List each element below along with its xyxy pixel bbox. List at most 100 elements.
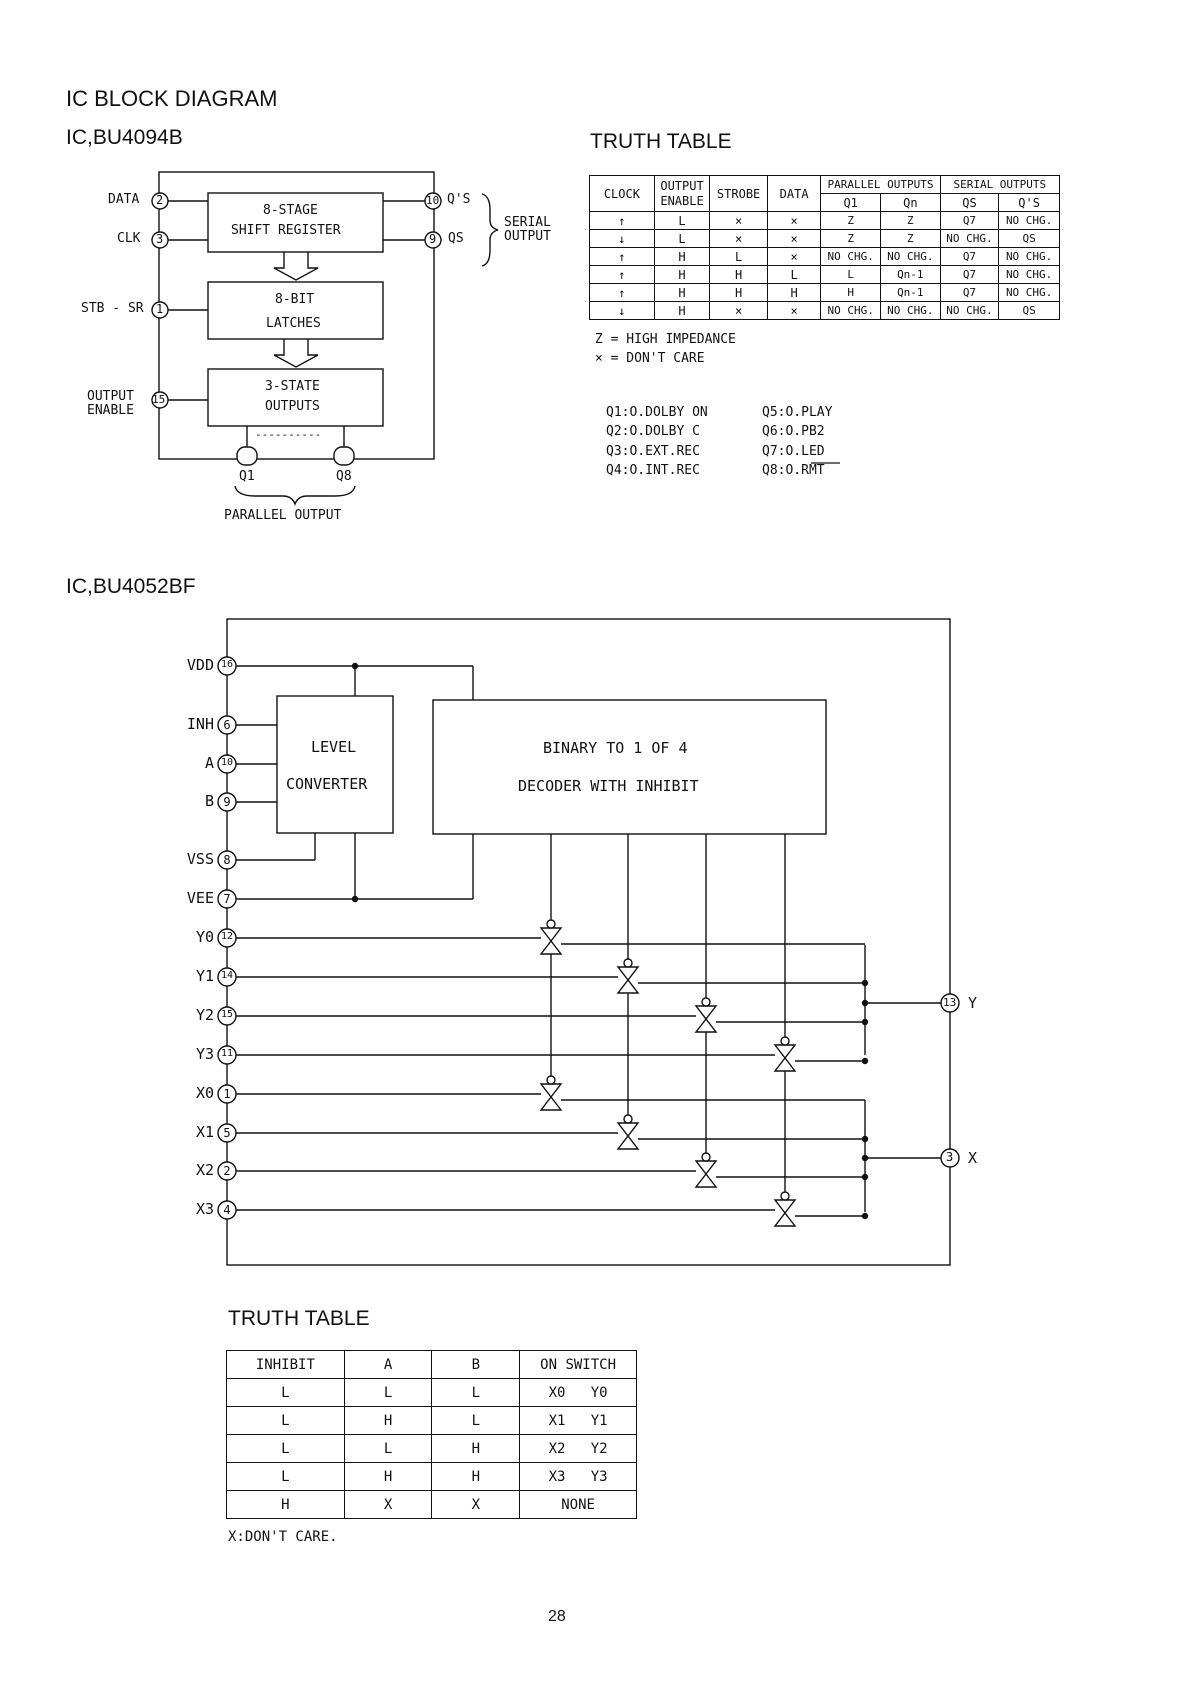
pin-x-out-circle — [940, 1148, 960, 1168]
decoder-text-2: DECODER WITH INHIBIT — [518, 777, 699, 795]
latches-text-2: LATCHES — [266, 316, 321, 331]
pin-qs-circle — [424, 231, 442, 249]
pin-label: VDD — [186, 656, 214, 674]
tt1-cell: NO CHG. — [998, 211, 1060, 230]
decoder-block — [432, 699, 827, 835]
serial-brace — [481, 193, 499, 267]
tt2-cell: X0 Y0 — [519, 1378, 637, 1407]
tt1-cell: × — [766, 301, 822, 320]
pin-label: INH — [186, 715, 214, 733]
pin-number: 14 — [220, 970, 234, 981]
tt1-cell: NO CHG. — [939, 301, 1000, 320]
th-qs: QS — [939, 193, 1000, 212]
level-text-2: CONVERTER — [286, 775, 368, 793]
parallel-brace — [234, 485, 356, 506]
pin-number: 5 — [223, 1126, 231, 1140]
page-number: 28 — [548, 1608, 566, 1625]
pin-circle — [217, 928, 237, 948]
tt1-cell: NO CHG. — [880, 247, 941, 266]
pin-label: X3 — [195, 1200, 214, 1218]
pin-label: VEE — [186, 889, 214, 907]
shift-register-block — [207, 192, 384, 253]
pin-data-num: 2 — [156, 193, 164, 207]
pin-stb-label: STB - SR — [81, 301, 144, 316]
q-legend-r1: Q5:O.PLAY — [762, 405, 833, 420]
level-text-1: LEVEL — [311, 738, 357, 756]
pin-label: Y2 — [195, 1006, 214, 1024]
decoder-text-1: BINARY TO 1 OF 4 — [543, 739, 688, 757]
pin-circle — [217, 1045, 237, 1065]
pin-circle — [217, 1123, 237, 1143]
tt1-cell: QS — [998, 301, 1060, 320]
pin-label: X0 — [195, 1084, 214, 1102]
analog-switches — [236, 919, 869, 1227]
q8-terminal — [333, 446, 355, 466]
pin-data-label: DATA — [108, 192, 140, 207]
block-arrow-1 — [273, 252, 319, 281]
tt1-cell: NO CHG. — [998, 247, 1060, 266]
pin-clk-circle — [151, 231, 169, 249]
pin-circle — [217, 1161, 237, 1181]
pin-number: 9 — [223, 795, 231, 809]
tt2-cell: X — [431, 1490, 521, 1519]
th-qps: Q'S — [998, 193, 1060, 212]
pin-number: 2 — [223, 1164, 231, 1178]
pin-label: X1 — [195, 1123, 214, 1141]
th-inhibit: INHIBIT — [226, 1350, 345, 1379]
pin-clk-label: CLK — [117, 231, 141, 246]
pin-circle — [217, 754, 237, 774]
pin-circle — [217, 715, 237, 735]
shift-register-text-1: 8-STAGE — [263, 203, 318, 218]
analog-switch — [616, 1114, 640, 1150]
tt2-cell: L — [226, 1434, 345, 1463]
tt2-cell: L — [226, 1406, 345, 1435]
pin-y-out-circle — [940, 993, 960, 1013]
pin-number: 10 — [220, 757, 234, 768]
rmt-overline — [811, 462, 840, 464]
th-a: A — [343, 1350, 433, 1379]
tt2-cell: H — [343, 1462, 433, 1491]
parallel-output-label: PARALLEL OUTPUT — [224, 508, 342, 523]
th-data: DATA — [766, 175, 822, 212]
q-legend-r2: Q6:O.PB2 — [762, 424, 825, 439]
pin-circle — [217, 1006, 237, 1026]
tt1-note-z: Z = HIGH IMPEDANCE — [595, 332, 736, 347]
q-legend-r3: Q7:O.LED — [762, 444, 825, 459]
pin-stb-circle — [151, 301, 169, 319]
pin-number: 7 — [223, 892, 231, 906]
th-q1: Q1 — [820, 193, 881, 212]
shift-register-text-2: SHIFT REGISTER — [231, 223, 341, 238]
analog-switch — [773, 1036, 797, 1072]
pin-circle — [217, 967, 237, 987]
serial-output-label-2: OUTPUT — [504, 229, 551, 244]
tt1-note-x: × = DON'T CARE — [595, 351, 705, 366]
q-legend-l2: Q2:O.DOLBY C — [606, 424, 700, 439]
pin-stb-num: 1 — [156, 302, 164, 316]
tt1-row: ↓H××NO CHG.NO CHG.NO CHG.QS — [589, 301, 1060, 320]
pin-number: 8 — [223, 853, 231, 867]
tt2-cell: NONE — [519, 1490, 637, 1519]
pin-qs-prime-label: Q'S — [447, 192, 471, 207]
pin-qs-prime-circle — [424, 192, 442, 210]
pin-number: 16 — [220, 659, 234, 670]
analog-switch — [694, 1152, 718, 1188]
pin-circle — [217, 850, 237, 870]
tt2-cell: X1 Y1 — [519, 1406, 637, 1435]
q-legend-r4: Q8:O.RMT — [762, 463, 825, 478]
pin-y-out-label: Y — [968, 994, 978, 1012]
tt2-note: X:DON'T CARE. — [228, 1529, 338, 1545]
tt1-cell: NO CHG. — [820, 301, 881, 320]
tt2-cell: L — [431, 1378, 521, 1407]
tt1-cell: NO CHG. — [998, 265, 1060, 284]
tt2-cell: L — [343, 1434, 433, 1463]
pin-label: B — [204, 792, 214, 810]
tt2-cell: X2 Y2 — [519, 1434, 637, 1463]
analog-switch — [539, 1075, 563, 1111]
